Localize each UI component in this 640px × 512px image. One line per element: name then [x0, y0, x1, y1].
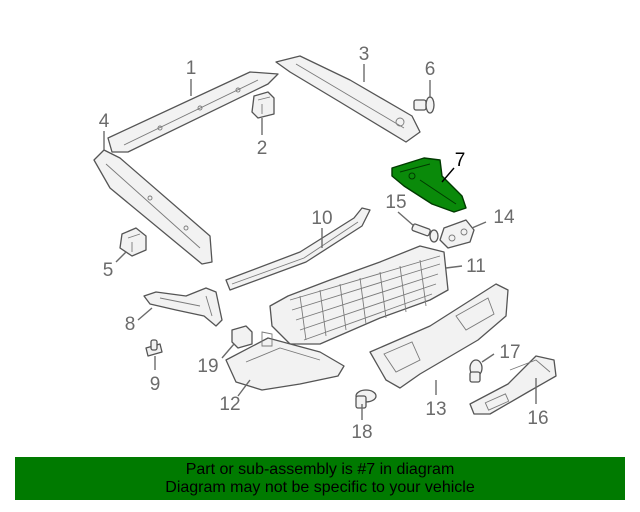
part-3-trim-strip: [275, 55, 421, 143]
leader-19: [221, 343, 235, 359]
leader-7: [441, 167, 455, 183]
part-11-cowl-panel: [269, 245, 449, 345]
callout-5: 5: [103, 260, 114, 281]
leader-11: [445, 265, 463, 269]
callout-12: 12: [219, 394, 240, 415]
part-6-push-pin: [413, 96, 435, 114]
part-18-push-pin: [355, 389, 377, 409]
callout-4: 4: [99, 111, 110, 132]
leader-lines: [103, 64, 537, 420]
leader-17: [481, 353, 495, 363]
leader-5: [115, 251, 127, 263]
part-8-corner-bracket: [143, 287, 223, 327]
callout-16: 16: [527, 408, 548, 429]
parts-diagram: 1 2 3 4 5 6 7 8 9 10 11 12 13 14 15 16 1…: [93, 44, 557, 443]
leader-14: [471, 221, 487, 229]
callout-11: 11: [466, 256, 486, 277]
callout-9: 9: [150, 374, 161, 395]
part-9-push-pin: [145, 339, 163, 357]
callout-7: 7: [455, 150, 466, 171]
footer-banner: Part or sub-assembly is #7 in diagram Di…: [15, 457, 625, 500]
part-19-clip: [231, 325, 253, 349]
callout-6: 6: [425, 59, 436, 80]
part-4-side-trim: [93, 149, 213, 265]
part-13-lower-panel: [369, 283, 509, 389]
leader-8: [137, 307, 153, 321]
part-5-bracket: [119, 227, 147, 257]
callout-3: 3: [359, 44, 370, 65]
callout-15: 15: [385, 192, 406, 213]
part-14-clip: [439, 219, 475, 249]
footer-line-1: Part or sub-assembly is #7 in diagram: [185, 461, 455, 478]
part-15-pin: [411, 223, 439, 243]
callout-10: 10: [311, 208, 332, 229]
part-2-clip: [251, 91, 275, 119]
callout-17: 17: [499, 342, 520, 363]
leader-15: [397, 211, 415, 227]
part-12-lower-tray: [225, 331, 345, 391]
part-10-weatherstrip: [225, 207, 371, 291]
callout-13: 13: [425, 399, 446, 420]
callout-8: 8: [125, 314, 136, 335]
callout-19: 19: [197, 356, 218, 377]
leader-12: [237, 379, 251, 397]
part-17-push-pin: [469, 359, 483, 383]
part-1-trim-strip: [107, 71, 279, 153]
part-7-highlighted-bracket: [391, 157, 467, 213]
callout-1: 1: [186, 58, 197, 79]
callout-numbers: 1 2 3 4 5 6 7 8 9 10 11 12 13 14 15 16 1…: [99, 44, 549, 443]
footer-line-2: Diagram may not be specific to your vehi…: [165, 479, 475, 496]
callout-18: 18: [351, 422, 372, 443]
callout-2: 2: [257, 138, 268, 159]
part-16-cover-bracket: [469, 355, 557, 415]
callout-14: 14: [493, 207, 515, 228]
